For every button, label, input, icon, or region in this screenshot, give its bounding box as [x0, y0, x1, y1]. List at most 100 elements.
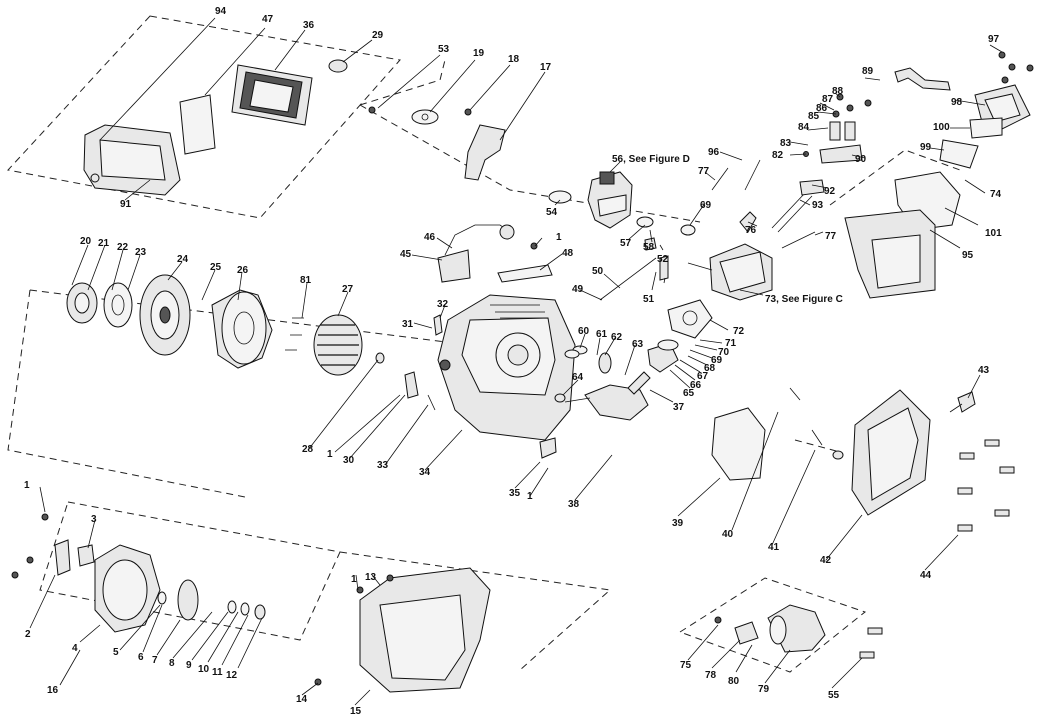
callout: 51 [643, 294, 655, 305]
dipstick-43 [949, 391, 976, 413]
callout-labels: 94 47 36 29 53 19 18 17 97 89 88 87 86 8… [24, 6, 1002, 717]
air-filter-housing [83, 124, 181, 196]
handle-2 [54, 539, 71, 576]
callout: 90 [855, 154, 867, 165]
callout: 41 [768, 542, 780, 553]
air-filter-element [179, 94, 216, 155]
bolt-bl-3 [11, 571, 19, 579]
callout: 8 [169, 658, 175, 669]
dowel-41 [811, 429, 823, 446]
callout: 37 [673, 402, 685, 413]
callout: 96 [708, 147, 720, 158]
stud-77b [781, 231, 816, 249]
breather-hose [894, 67, 951, 91]
callout: 65 [683, 388, 695, 399]
callout: 38 [568, 499, 580, 510]
cooling-fan-24 [139, 274, 191, 356]
callout: 69 [711, 355, 723, 366]
switch-35 [539, 437, 557, 459]
callout: 2 [25, 629, 31, 640]
callout: 74 [990, 189, 1002, 200]
ignition-coil [437, 224, 515, 283]
leader-lines [29, 17, 1003, 706]
callout: 39 [672, 518, 684, 529]
wing-nut [328, 59, 348, 73]
callout: 86 [816, 103, 828, 114]
flywheel-26 [211, 289, 273, 369]
seal [832, 450, 844, 460]
callout: 10 [198, 664, 210, 675]
callout: 48 [562, 248, 574, 259]
part-12 [254, 604, 266, 620]
callout: 52 [657, 254, 669, 265]
cylinder-head [687, 243, 773, 301]
part-61 [564, 349, 580, 359]
callout: 20 [80, 236, 92, 247]
shaft-50 [599, 257, 657, 301]
intake-elbow [464, 124, 506, 181]
bolt-75 [714, 616, 722, 624]
callout: 78 [705, 670, 717, 681]
callout: 63 [632, 339, 644, 350]
callout: 31 [402, 319, 414, 330]
bolt-55a [867, 627, 883, 635]
callout: 30 [343, 455, 355, 466]
callout: 27 [342, 284, 354, 295]
air-guide-95 [844, 209, 936, 299]
callout: 32 [437, 299, 449, 310]
callout: 4 [72, 643, 78, 654]
pushrod-2 [777, 195, 813, 233]
callout: 22 [117, 242, 129, 253]
bolt-53 [368, 106, 376, 114]
callout: 43 [978, 365, 990, 376]
valve-cover-gasket [969, 117, 1003, 139]
callout: 91 [120, 199, 132, 210]
callout: 53 [438, 44, 450, 55]
callout: 54 [546, 207, 558, 218]
bolt-55b [859, 651, 875, 659]
plate-92 [799, 179, 825, 196]
callout: 58 [643, 242, 655, 253]
callout: 69 [700, 200, 712, 211]
callout: 55 [828, 690, 840, 701]
callout: 45 [400, 249, 412, 260]
callout: 14 [296, 694, 308, 705]
ring-22 [103, 282, 133, 328]
valve-cover [974, 51, 1034, 131]
callout: 87 [822, 94, 834, 105]
pin-33 [427, 394, 436, 411]
fan-hub [66, 282, 98, 324]
callout: 94 [215, 6, 227, 17]
callout: 99 [920, 142, 932, 153]
callout: 85 [808, 111, 820, 122]
callout: 49 [572, 284, 584, 295]
callout: 19 [473, 48, 485, 59]
callout: 5 [113, 647, 119, 658]
callout: 57 [620, 238, 632, 249]
callout: 12 [226, 670, 238, 681]
callout: 40 [722, 529, 734, 540]
callout: 50 [592, 266, 604, 277]
callout: 26 [237, 265, 249, 276]
callout: 46 [424, 232, 436, 243]
callout: 97 [988, 34, 1000, 45]
crankshaft [554, 384, 649, 421]
callout: 101 [985, 228, 1002, 239]
callout: 25 [210, 262, 222, 273]
callout: 70 [718, 347, 730, 358]
bolts-44 [957, 439, 1015, 532]
callout: 3 [91, 514, 97, 525]
callout: 62 [611, 332, 623, 343]
callout: 34 [419, 467, 431, 478]
callout: 77 [825, 231, 837, 242]
air-filter-cover [231, 64, 313, 126]
part-58 [644, 237, 657, 251]
gasket-39 [711, 407, 766, 481]
callout: 36 [303, 20, 315, 31]
bolt-1-bl [41, 513, 49, 521]
gasket-54 [548, 190, 572, 204]
callout: 16 [47, 685, 59, 696]
callout: 33 [377, 460, 389, 471]
callout: 44 [920, 570, 932, 581]
gear-62 [598, 352, 612, 374]
